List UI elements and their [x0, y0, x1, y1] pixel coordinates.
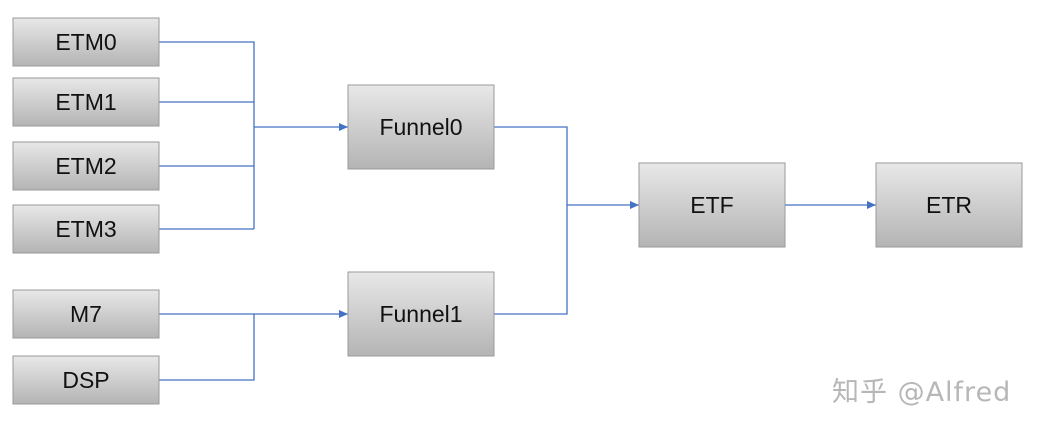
- node-etm2-label: ETM2: [55, 153, 116, 179]
- node-etm3: ETM3: [12, 204, 160, 254]
- node-m7-label: M7: [70, 301, 102, 327]
- connectors: [159, 41, 876, 381]
- node-m7: M7: [12, 289, 160, 339]
- node-etr-label: ETR: [926, 192, 972, 218]
- node-funnel1-label: Funnel1: [379, 301, 462, 327]
- node-dsp: DSP: [12, 355, 160, 405]
- node-etr: ETR: [875, 162, 1023, 248]
- wire-m7: [159, 313, 255, 381]
- node-etm1-label: ETM1: [55, 89, 116, 115]
- wire-funnel0-out: [494, 126, 568, 315]
- node-dsp-label: DSP: [62, 367, 109, 393]
- node-etm0: ETM0: [12, 17, 160, 67]
- node-etm3-label: ETM3: [55, 216, 116, 242]
- node-etm0-label: ETM0: [55, 29, 116, 55]
- watermark-text: 知乎 @Alfred: [832, 377, 1012, 408]
- node-etf-label: ETF: [690, 192, 733, 218]
- node-funnel1: Funnel1: [347, 271, 495, 357]
- node-funnel0-label: Funnel0: [379, 114, 462, 140]
- wire-etm0: [159, 41, 255, 229]
- node-etm1: ETM1: [12, 77, 160, 127]
- node-funnel0: Funnel0: [347, 84, 495, 170]
- node-etm2: ETM2: [12, 141, 160, 191]
- node-etf: ETF: [638, 162, 786, 248]
